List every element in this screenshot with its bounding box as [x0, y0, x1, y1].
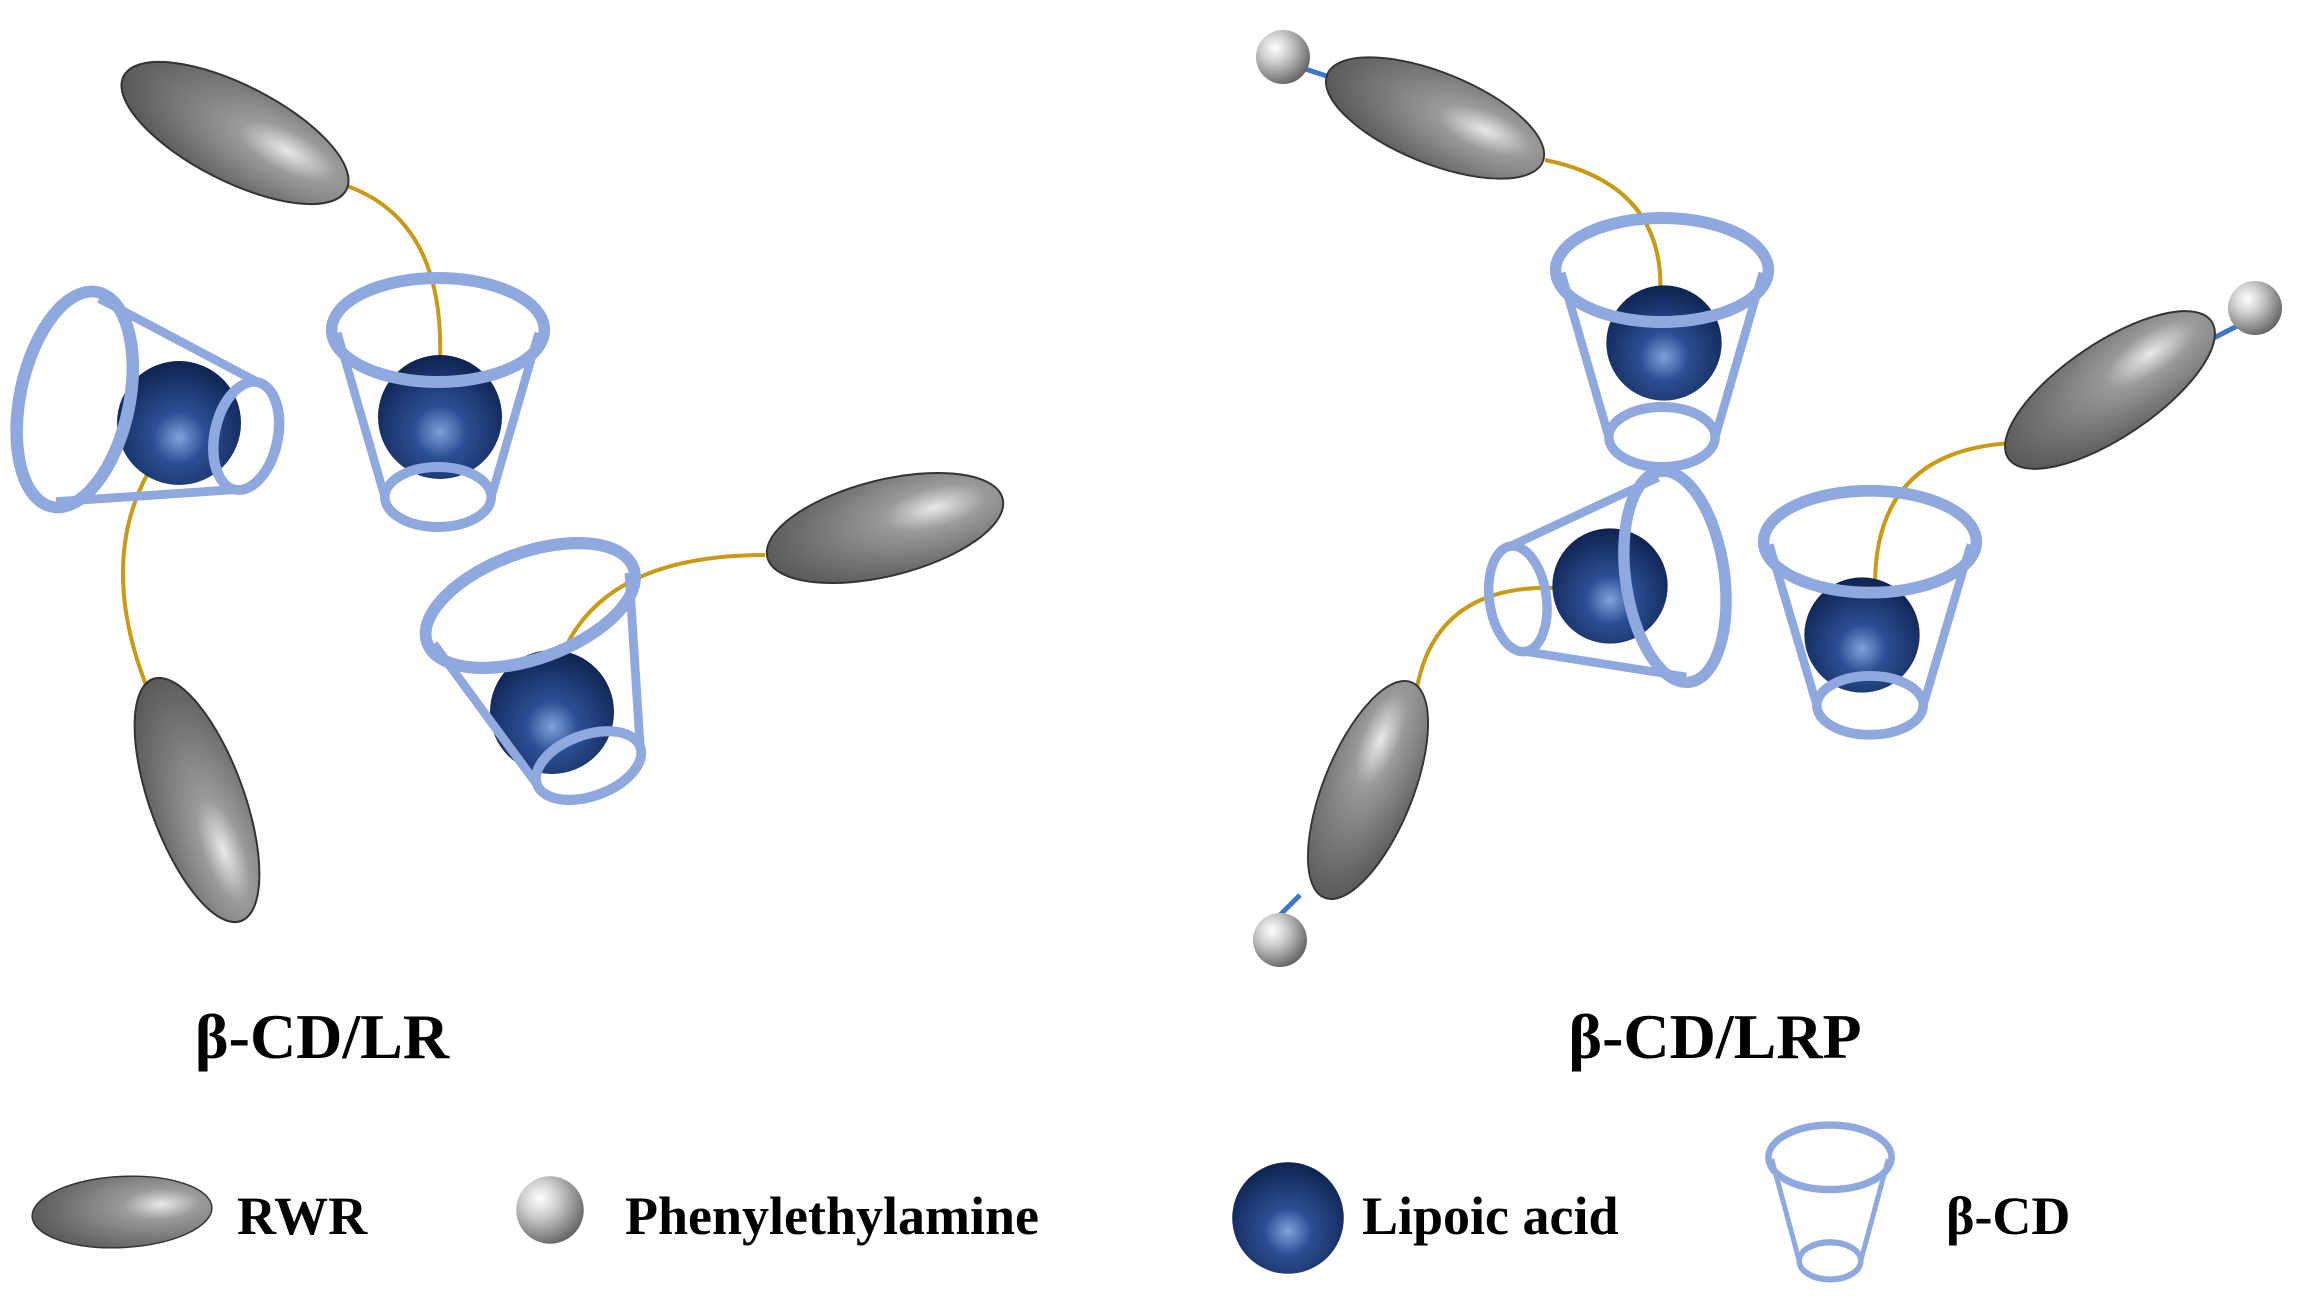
panel-label-right: β-CD/LRP	[1568, 1001, 1861, 1072]
inclusion-complex	[1475, 465, 1739, 709]
linker-1	[337, 181, 443, 361]
legend-item-phenylethylamine: Phenylethylamine	[516, 1176, 1039, 1246]
phenylethylamine-molecule	[1256, 30, 1310, 84]
left-panel: β-CD/LR	[0, 32, 1016, 1072]
panel-label-left: β-CD/LR	[195, 1001, 450, 1072]
linker-3	[558, 553, 766, 661]
rwr-molecule	[107, 661, 287, 939]
legend-label-beta-cd: β-CD	[1946, 1186, 2070, 1246]
inclusion-complex	[1556, 218, 1769, 467]
rwr-molecule	[100, 32, 370, 234]
rwr-molecule	[1282, 664, 1454, 916]
legend-item-rwr: RWR	[29, 1171, 368, 1253]
linker-1	[1544, 158, 1663, 301]
linker-2	[1873, 441, 2014, 586]
legend-label-phenylethylamine: Phenylethylamine	[625, 1186, 1039, 1246]
inclusion-complex	[1764, 491, 1977, 735]
beta-cd-legend-icon	[1768, 1125, 1891, 1279]
legend-item-lipoic-acid: Lipoic acid	[1232, 1162, 1619, 1274]
lipoic-acid-legend-icon	[1232, 1162, 1344, 1274]
inclusion-complex	[0, 281, 300, 550]
rwr-molecule	[1981, 281, 2239, 499]
rwr-molecule	[1309, 31, 1561, 205]
legend-label-lipoic-acid: Lipoic acid	[1362, 1186, 1619, 1246]
right-panel: β-CD/LRP	[1253, 30, 2282, 1072]
rwr-legend-icon	[29, 1171, 215, 1253]
linker-3	[1413, 585, 1561, 701]
phenylethylamine-molecule	[1253, 913, 1307, 967]
rwr-molecule	[754, 451, 1016, 605]
legend-item-beta-cd: β-CD	[1768, 1125, 2070, 1279]
phenylethylamine-legend-icon	[516, 1176, 584, 1244]
inclusion-complex	[409, 518, 702, 832]
legend: RWR Phenylethylamine Lipoic acid β-CD	[29, 1125, 2070, 1279]
legend-label-rwr: RWR	[237, 1186, 368, 1246]
phenylethylamine-molecule	[2228, 281, 2282, 335]
